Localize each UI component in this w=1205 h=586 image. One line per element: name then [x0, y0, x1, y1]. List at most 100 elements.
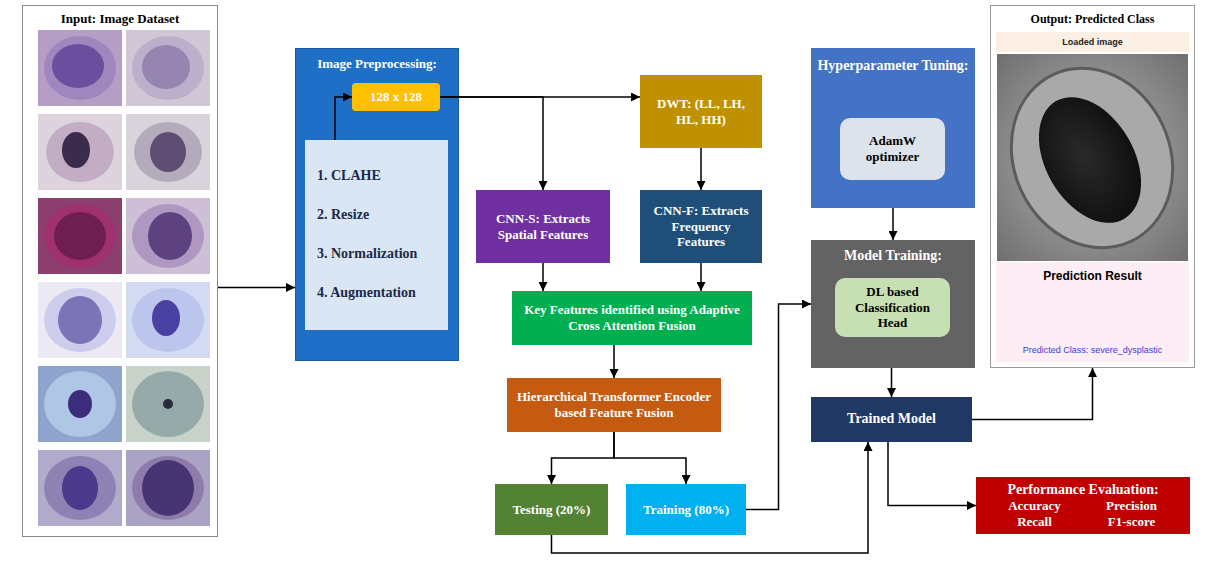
nucleus [62, 132, 90, 168]
node-text: Output: Predicted Class [1031, 12, 1155, 26]
nucleus [54, 212, 106, 260]
output-panel: Output: Predicted ClassLoaded imagePredi… [990, 5, 1195, 368]
cell-tile [38, 450, 122, 526]
process-box: DWT: (LL, LH, HL, HH) [640, 75, 762, 148]
cell-tile [38, 366, 122, 442]
flow-arrow [892, 208, 894, 240]
cytoplasm [44, 371, 116, 437]
flow-arrow [700, 148, 702, 190]
result-panel: Prediction ResultPredicted Class: severe… [996, 262, 1189, 362]
step-list: 1. CLAHE 2. Resize 3. Normalization 4. Augm… [305, 140, 448, 330]
cell-tile [126, 282, 210, 358]
flow-arrow [552, 432, 615, 484]
cell-tile [126, 450, 210, 526]
cell-tile [38, 282, 122, 358]
image-header: Loaded image [996, 32, 1189, 52]
node-text: CNN-S: Extracts Spatial Features [482, 211, 604, 242]
node-text: DL based Classification Head [841, 284, 944, 331]
flow-arrow [613, 345, 615, 378]
process-box: Key Features identified using Adaptive C… [512, 291, 752, 345]
cell-tile [38, 198, 122, 274]
nucleus [62, 466, 98, 510]
cytoplasm [132, 204, 204, 268]
node-text: Model Training: [844, 248, 942, 265]
classifier-box: DL based Classification Head [835, 278, 950, 337]
nucleus [142, 45, 190, 89]
node-text: Training (80%) [643, 502, 729, 518]
cytoplasm [132, 288, 204, 352]
nucleus [1018, 79, 1162, 241]
node-text: CNN-F: Extracts Frequency Features [646, 203, 756, 250]
flow-arrow [440, 96, 640, 98]
node-text: Performance Evaluation: [986, 482, 1180, 499]
node-subtext: 3. Normalization [317, 246, 417, 263]
evaluation-box: Performance Evaluation:AccuracyPrecision… [976, 477, 1190, 534]
flow-arrow [440, 97, 543, 190]
flow-arrow [888, 442, 976, 506]
node-subtext: Recall [986, 514, 1083, 530]
flow-arrow [552, 442, 869, 553]
cell-tiles [38, 30, 210, 526]
cell-tile [126, 114, 210, 190]
node-subtext: Predicted Class: severe_dysplastic [1023, 345, 1163, 356]
node-text: Prediction Result [1043, 269, 1142, 283]
node-text: Hyperparameter Tuning: [817, 58, 968, 75]
nucleus [68, 390, 92, 418]
optimizer-box: AdamW optimizer [840, 118, 945, 180]
cell-tile [126, 198, 210, 274]
node-subtext: Precision [1083, 498, 1180, 514]
node-text: 1. CLAHE [317, 168, 381, 185]
node-text: 128 x 128 [370, 89, 422, 105]
flow-arrow [972, 368, 1093, 420]
node-text: Input: Image Dataset [61, 11, 179, 27]
cell-tile [126, 30, 210, 106]
process-box: Hierarchical Transformer Encoder based F… [507, 378, 721, 432]
nucleus [148, 212, 192, 260]
cytoplasm [132, 371, 204, 437]
node-subtext: F1-score [1083, 514, 1180, 530]
nucleus [142, 460, 194, 516]
nucleus [163, 399, 173, 409]
cytoplasm [44, 456, 116, 520]
split-box: Training (80%) [626, 484, 746, 535]
flow-arrow [700, 263, 702, 291]
process-box: CNN-F: Extracts Frequency Features [640, 190, 762, 263]
cytoplasm [44, 288, 116, 352]
node-text: Hierarchical Transformer Encoder based F… [517, 389, 711, 420]
node-text: Loaded image [1062, 37, 1123, 48]
split-box: Testing (20%) [495, 484, 608, 535]
node-subtext: Accuracy [986, 498, 1083, 514]
flow-arrow [335, 97, 352, 140]
node-text: Key Features identified using Adaptive C… [522, 302, 742, 333]
model-box: Trained Model [811, 397, 972, 442]
node-subtext: 4. Augmentation [317, 285, 416, 302]
cytoplasm [44, 36, 116, 100]
training-panel: Model Training: DL based Classification H… [811, 240, 975, 368]
flow-arrow [614, 432, 686, 484]
nucleus [58, 296, 102, 344]
node-text: Trained Model [847, 411, 936, 428]
nucleus [150, 132, 186, 172]
process-panel: Image Preprocessing:128 x 1281. CLAHE2. … [295, 48, 459, 361]
size-box: 128 x 128 [352, 83, 440, 111]
cytoplasm [132, 456, 204, 520]
flow-arrow [891, 368, 893, 397]
node-text: AdamW optimizer [846, 133, 939, 164]
process-box: CNN-S: Extracts Spatial Features [476, 190, 610, 263]
cytoplasm [46, 122, 114, 182]
cytoplasm [44, 204, 116, 268]
cell-tile [126, 366, 210, 442]
nucleus [52, 44, 104, 88]
flow-arrow [542, 263, 544, 291]
cytoplasm [132, 36, 204, 100]
cytoplasm [134, 122, 202, 182]
flow-arrow [218, 287, 295, 289]
predicted-cell-image [982, 42, 1201, 275]
nucleus [152, 300, 180, 336]
node-subtext: 2. Resize [317, 207, 369, 224]
cytoplasm [982, 42, 1201, 275]
dataset-panel: Input: Image Dataset [22, 5, 218, 537]
node-text: DWT: (LL, LH, HL, HH) [646, 96, 756, 127]
